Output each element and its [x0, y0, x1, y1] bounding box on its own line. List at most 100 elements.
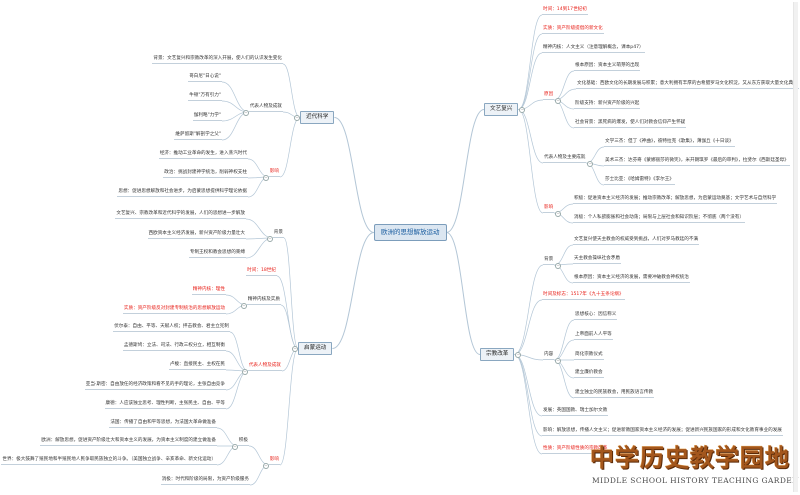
connector-line	[221, 111, 249, 141]
connector-line	[225, 370, 248, 410]
renaissance-impact[interactable]: 影响	[543, 205, 555, 213]
renaissance-figure-item[interactable]: 文学三杰：但丁《神曲》，彼特拉克《歌集》，薄伽丘《十日谈》	[604, 139, 735, 147]
connector-line	[221, 81, 249, 113]
enlight-impact[interactable]: 影响	[268, 457, 280, 465]
connector-line	[514, 264, 544, 355]
renaissance-cause-item[interactable]: 文化基础：西欧文化的长期发展与积累；意大利拥有丰厚的古希腊罗马文化积淀，又从东方…	[576, 81, 799, 89]
science-figure-item[interactable]: 牛顿"万有引力"	[188, 93, 222, 101]
collapse-toggle-icon[interactable]: −	[266, 235, 273, 242]
connector-line	[554, 359, 575, 399]
renaissance-cause-item[interactable]: 社会背景：黑死病的爆发，使人们对教会信仰产生怀疑	[574, 120, 687, 128]
reform-content-item[interactable]: 上帝面前人人平等	[574, 332, 613, 340]
collapse-toggle-icon[interactable]: −	[294, 115, 300, 121]
enlight-figure-item[interactable]: 孟德斯鸠：立法、司法、行政三权分立，相互制衡	[122, 343, 226, 351]
enlight-impact-negative[interactable]: 消极：时代和阶级的局限，为资产阶级服务	[160, 477, 250, 485]
reform-content[interactable]: 内容	[543, 352, 555, 360]
enlight-background-item[interactable]: 西欧资本主义经济发展，新兴资产阶级力量壮大	[147, 231, 246, 239]
science-background[interactable]: 背景：文艺复兴和宗教改革的深入开展，使人们的认识发生变化	[152, 56, 283, 64]
renaissance-impact-item[interactable]: 消极：个人私欲膨胀和社会动荡；局限与上层社会和知识阶层；不彻底（两个没有）	[573, 215, 745, 223]
collapse-toggle-icon[interactable]: −	[555, 262, 562, 269]
topic-modern-science[interactable]: 近代科学	[300, 111, 335, 124]
enlight-impact-positive[interactable]: 积极	[237, 438, 249, 446]
enlight-positive-item[interactable]: 欧洲：解放思想，促进资产阶级壮大和资本主义的发展，为资本主义制度的建立做准备	[40, 438, 217, 446]
science-figure-item[interactable]: 伽利略"力学"	[192, 113, 222, 121]
science-figure-item[interactable]: 哥白尼"日心说"	[188, 74, 222, 82]
connector-line	[554, 319, 575, 361]
renaissance-figure-item[interactable]: 美术三杰：达芬奇《蒙娜丽莎的微笑》，米开朗琪罗《最后的审判》，拉斐尔《西斯廷圣母…	[604, 158, 790, 166]
reform-development[interactable]: 发展：英国国教、瑞士加尔文教	[542, 408, 609, 416]
renaissance-figures[interactable]: 代表人物及主要成就	[543, 155, 587, 163]
renaissance-impact-item[interactable]: 积极：促进资本主义经济的发展；推动宗教改革；解放思想，为启蒙运动奠基；文学艺术与…	[573, 196, 778, 204]
enlight-figure-item[interactable]: 亚当·斯密：自由放任的经济政策和看不见的手的理论，主张自由竞争	[84, 382, 226, 390]
science-impact-item[interactable]: 政治：挑战封建神学统治，削弱神权支柱	[163, 170, 248, 178]
watermark-en: MIDDLE SCHOOL HISTORY TEACHING GARDEN	[592, 476, 800, 486]
enlight-positive-item[interactable]: 世界：极大鼓舞了殖民地和半殖民地人民争取民族独立的斗争。（美国独立战争、辛亥革命…	[1, 457, 217, 465]
reform-background-item[interactable]: 天主教会操纵社会矛盾	[573, 256, 621, 264]
enlight-figures[interactable]: 代表人物及成就	[247, 363, 282, 371]
connector-line	[279, 117, 301, 178]
science-impact-item[interactable]: 经济：推动工业革命的发生，进入蒸汽时代	[158, 151, 248, 159]
enlight-figure-item[interactable]: 伏尔泰：自由、平等、天赋人权；抨击教会、君主立宪制	[113, 324, 230, 332]
connector-line	[276, 275, 299, 349]
connector-line	[518, 14, 543, 110]
reform-content-item[interactable]: 简化宗教仪式	[574, 352, 604, 360]
renaissance-time[interactable]: 时间：14到17世纪初	[542, 7, 588, 15]
collapse-toggle-icon[interactable]: −	[555, 210, 562, 217]
connector-line	[554, 70, 575, 101]
enlight-background-item[interactable]: 专制王权和教会思想的束缚	[188, 250, 246, 258]
renaissance-core[interactable]: 精神内核：人文主义（注意理解概念，课本p47）	[542, 45, 645, 53]
collapse-toggle-icon[interactable]: −	[262, 462, 269, 469]
collapse-toggle-icon[interactable]: −	[262, 174, 269, 181]
renaissance-essence[interactable]: 实质：资产阶级提倡的新文化	[542, 26, 604, 34]
connector-line	[514, 299, 543, 355]
collapse-toggle-icon[interactable]: −	[515, 352, 522, 358]
collapse-toggle-icon[interactable]: −	[555, 97, 562, 104]
collapse-toggle-icon[interactable]: −	[587, 160, 594, 167]
enlight-figure-item[interactable]: 卢梭：直接民主、主权在民	[168, 362, 226, 370]
renaissance-cause[interactable]: 原因	[543, 92, 555, 100]
collapse-toggle-icon[interactable]: −	[231, 443, 238, 450]
enlight-positive-item[interactable]: 法国：传播了自由和平等思想，为法国大革命做准备	[109, 420, 217, 428]
renaissance-cause-item[interactable]: 阶级支持：新兴资产阶级的兴起	[574, 101, 641, 109]
connector-line	[514, 354, 543, 437]
enlight-core-item[interactable]: 精神内核：理性	[191, 287, 226, 295]
renaissance-cause-item[interactable]: 根本原因：资本主义萌芽的出现	[574, 63, 641, 71]
enlight-time[interactable]: 时间：18世纪	[246, 268, 277, 276]
connector-line	[514, 354, 543, 455]
connector-line	[283, 237, 299, 349]
collapse-toggle-icon[interactable]: −	[292, 346, 298, 352]
collapse-toggle-icon[interactable]: −	[555, 357, 562, 364]
science-impact-item[interactable]: 思想：促进思想解放和社会进步，为启蒙思想提供科学理论依据	[117, 189, 248, 197]
reform-content-item[interactable]: 建立廉价教会	[574, 370, 604, 378]
renaissance-figure-item[interactable]: 莎士比亚：《哈姆雷特》《李尔王》	[604, 177, 675, 185]
collapse-toggle-icon[interactable]: −	[241, 368, 248, 375]
science-figures[interactable]: 代表人物及成就	[248, 104, 283, 112]
connector-line	[514, 354, 543, 417]
science-figure-item[interactable]: 維萨留斯"解剖学之父"	[174, 132, 222, 140]
watermark-logo: 中学历史教学园地 MIDDLE SCHOOL HISTORY TEACHING …	[590, 438, 800, 492]
reform-content-item[interactable]: 思想核心：因信称义	[574, 312, 618, 320]
connector-line	[518, 109, 544, 164]
enlight-background-item[interactable]: 文艺复兴、宗教改革和近代科学的发展，人们的思想进一步解放	[115, 211, 246, 219]
enlight-background[interactable]: 背景	[272, 230, 284, 238]
reform-background-item[interactable]: 文艺复兴使天主教会的权威受到挑战，人们对罗马教廷的不满	[573, 237, 700, 245]
connector-line	[518, 109, 544, 214]
reform-nature[interactable]: 性质：资产阶级性质的宗教改革	[542, 446, 609, 454]
central-topic[interactable]: 欧洲的思想解放运动	[374, 224, 447, 241]
topic-enlightenment[interactable]: 启蒙运动	[298, 342, 333, 355]
enlight-figure-item[interactable]: 康德：人应该独立思考、理性判断，主张民主、自由、平等	[104, 401, 226, 409]
enlight-core[interactable]: 精神内核及实质	[246, 297, 281, 305]
enlight-core-item[interactable]: 实质：资产阶级反对封建专制统治的思想解放运动	[122, 306, 226, 314]
topic-renaissance[interactable]: 文艺复兴	[484, 103, 519, 116]
reform-background-item[interactable]: 根本原因：资本主义经济的发展，需要冲破教会神权统治	[573, 275, 690, 283]
collapse-toggle-icon[interactable]: −	[242, 109, 249, 116]
reform-content-item[interactable]: 建立独立的民族教会，用民族语言传教	[574, 390, 655, 398]
reform-time[interactable]: 时间及标志：1517年《九十五条论纲》	[542, 292, 625, 300]
reform-impact[interactable]: 影响：解放思想，传播人文主义；促进新教国家资本主义经济的发展；促进新兴民族国家的…	[542, 428, 783, 436]
vertical-scrollbar[interactable]	[793, 2, 798, 492]
collapse-toggle-icon[interactable]: −	[519, 107, 526, 113]
topic-reformation[interactable]: 宗教改革	[480, 348, 515, 361]
collapse-toggle-icon[interactable]: −	[240, 302, 247, 309]
science-impact[interactable]: 影响	[268, 169, 280, 177]
reform-background[interactable]: 背景	[543, 257, 555, 265]
